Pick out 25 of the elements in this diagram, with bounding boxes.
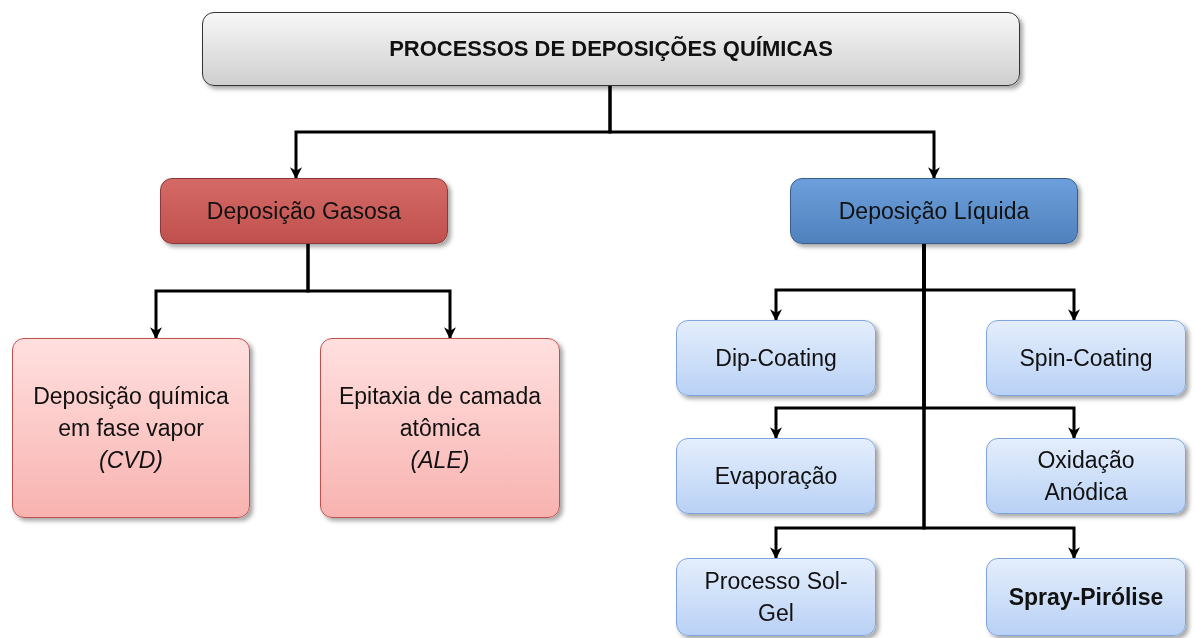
process-box <box>986 438 1186 514</box>
process-box <box>160 178 448 244</box>
box-label: Evaporação <box>714 461 838 491</box>
process-box <box>12 338 250 518</box>
box-label: Spray-Pirólise <box>1008 582 1164 612</box>
process-box <box>790 178 1078 244</box>
box-label: Deposição química em fase vapor (CVD) <box>32 381 230 476</box>
box-label: Deposição Gasosa <box>206 196 402 226</box>
process-box <box>676 558 876 636</box>
arrow <box>306 244 456 340</box>
box-label: PROCESSOS DE DEPOSIÇÕES QUÍMICAS <box>389 34 833 63</box>
box-label: Spin-Coating <box>1019 343 1153 373</box>
arrow <box>608 86 940 180</box>
process-box <box>676 438 876 514</box>
process-box <box>202 12 1020 86</box>
box-label: Epitaxia de camada atômica (ALE) <box>338 381 542 476</box>
box-label: Dip-Coating <box>715 343 837 373</box>
box-label: Oxidação Anódica <box>1036 445 1136 507</box>
arrow <box>922 244 1080 560</box>
process-box <box>320 338 560 518</box>
box-label: Processo Sol-Gel <box>703 566 849 628</box>
box-label: Deposição Líquida <box>838 196 1030 226</box>
process-box <box>676 320 876 396</box>
process-box <box>986 320 1186 396</box>
process-box <box>986 558 1186 636</box>
